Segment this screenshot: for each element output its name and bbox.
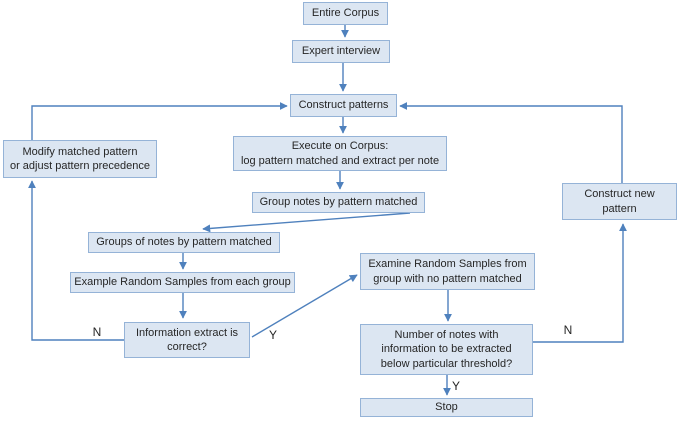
node-construct-new-pattern: Construct new pattern: [562, 183, 677, 220]
edge-constructnew-to-construct: [399, 102, 623, 183]
node-entire-corpus: Entire Corpus: [303, 2, 388, 25]
node-number-of-notes: Number of notes with information to be e…: [360, 324, 533, 375]
node-example-random-samples-label: Example Random Samples from each group: [74, 276, 291, 289]
node-construct-new-pattern-line1: Construct new: [584, 188, 655, 201]
node-construct-patterns-label: Construct patterns: [298, 99, 389, 112]
edge-modify-to-construct: [31, 102, 288, 140]
node-information-extract-line2: correct?: [167, 341, 207, 353]
node-information-extract: Information extract is correct?: [124, 322, 250, 358]
node-execute-on-corpus: Execute on Corpus: log pattern matched a…: [233, 136, 447, 171]
node-examine-random-samples-line2: group with no pattern matched: [373, 272, 522, 285]
node-modify-pattern-line2: or adjust pattern precedence: [9, 160, 151, 172]
node-groups-of-notes-label: Groups of notes by pattern matched: [96, 236, 272, 249]
edge-label-threshold-yes: Y: [451, 379, 461, 393]
node-modify-pattern: Modify matched pattern or adjust pattern…: [3, 140, 157, 178]
node-examine-random-samples-line1: Examine Random Samples from: [368, 258, 527, 271]
edge-number-no-to-constructnew: [533, 223, 627, 343]
node-group-notes-label: Group notes by pattern matched: [259, 196, 418, 209]
edge-info-no-to-modify: [28, 180, 124, 341]
node-number-of-notes-line1: Number of notes with: [394, 329, 499, 342]
node-number-of-notes-line2: information to be extracted: [381, 343, 512, 356]
edge-group-to-groups: [202, 212, 411, 233]
edge-info-yes-to-examine: [251, 274, 358, 338]
edge-label-threshold-no: N: [563, 323, 573, 337]
node-examine-random-samples: Examine Random Samples from group with n…: [360, 253, 535, 290]
node-stop: Stop: [360, 398, 533, 417]
node-expert-interview: Expert interview: [292, 40, 390, 63]
node-groups-of-notes: Groups of notes by pattern matched: [88, 232, 280, 253]
edge-label-info-yes: Y: [268, 328, 278, 342]
node-execute-on-corpus-line1: Execute on Corpus:: [291, 140, 389, 153]
node-construct-new-pattern-line2: pattern: [602, 202, 637, 215]
node-number-of-notes-line3: below particular threshold?: [380, 357, 513, 370]
node-group-notes: Group notes by pattern matched: [252, 192, 425, 213]
node-expert-interview-label: Expert interview: [301, 45, 381, 58]
node-execute-on-corpus-line2: log pattern matched and extract per note: [240, 154, 440, 167]
node-modify-pattern-line1: Modify matched pattern: [22, 145, 138, 158]
node-construct-patterns: Construct patterns: [290, 94, 397, 117]
edge-label-info-no: N: [92, 325, 102, 339]
node-entire-corpus-label: Entire Corpus: [311, 7, 380, 20]
node-example-random-samples: Example Random Samples from each group: [70, 272, 295, 293]
node-information-extract-line1: Information extract is: [135, 326, 239, 339]
node-stop-label: Stop: [435, 401, 458, 414]
